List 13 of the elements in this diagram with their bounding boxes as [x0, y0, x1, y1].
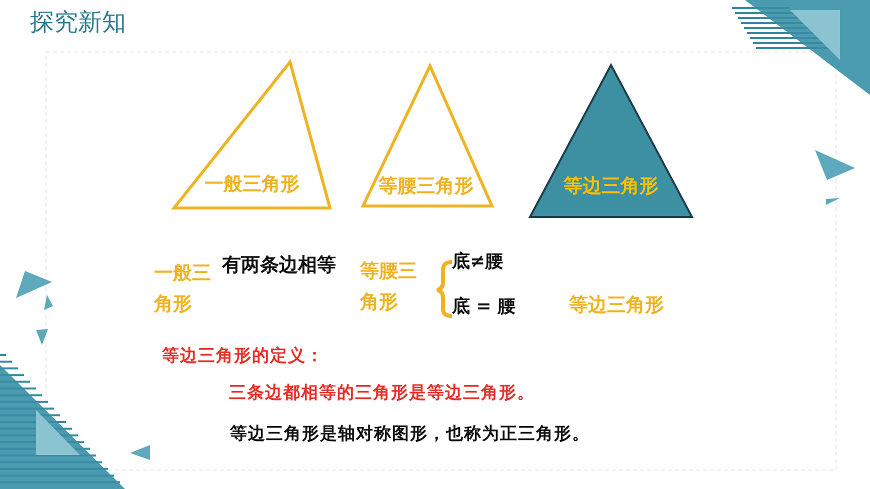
label: 底 = 腰 — [452, 295, 516, 319]
note-text: 等边三角形的定义： — [162, 345, 324, 368]
label: 一般三角形 — [154, 261, 212, 317]
label: 等腰三角形 — [360, 259, 418, 315]
label: 底≠腰 — [452, 250, 504, 274]
triangle-label: 等边三角形 — [564, 174, 658, 199]
triangle-label: 一般三角形 — [204, 172, 300, 197]
label: 等边三角形 — [569, 293, 664, 318]
title: 探究新知 — [30, 7, 126, 38]
note-text: 等边三角形是轴对称图形，也称为正三角形。 — [230, 423, 590, 446]
note-text: 三条边都相等的三角形是等边三角形。 — [229, 382, 535, 405]
label: 有两条边相等 — [222, 253, 336, 278]
triangle-label: 等腰三角形 — [378, 174, 474, 199]
